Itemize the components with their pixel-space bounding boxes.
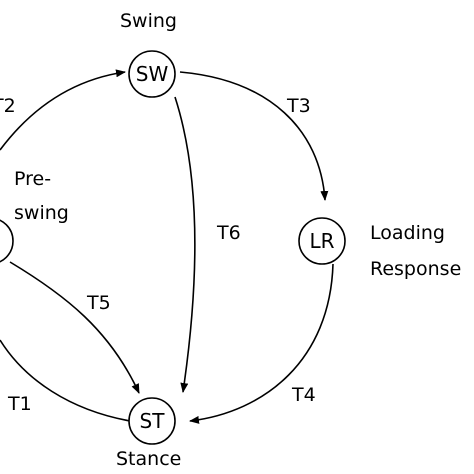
loading-name-line2: Response	[370, 258, 462, 280]
edge-t5	[9, 261, 140, 394]
node-lr-label: LR	[309, 229, 334, 253]
node-st-label: ST	[140, 409, 166, 433]
edge-t2	[0, 69, 126, 151]
edge-t3	[179, 71, 329, 201]
node-sw-label: SW	[136, 62, 169, 86]
node-lr: LR	[298, 217, 346, 265]
t2-label: T2	[0, 95, 16, 117]
t3-label: T3	[287, 95, 311, 117]
pre-swing-name-line1: Pre-	[14, 168, 52, 190]
pre-swing-name-line2: swing	[14, 202, 69, 224]
stance-name: Stance	[116, 448, 182, 470]
t4-label: T4	[292, 384, 316, 406]
edge-t6	[174, 96, 196, 393]
node-st: ST	[128, 397, 176, 445]
swing-name: Swing	[120, 10, 177, 32]
t5-label: T5	[87, 292, 111, 314]
node-sw: SW	[128, 50, 176, 98]
node-pre-swing	[0, 219, 14, 263]
loading-name-line1: Loading	[370, 222, 445, 244]
t1-label: T1	[8, 393, 32, 415]
edge-t1	[0, 339, 131, 422]
edge-t4	[189, 263, 334, 424]
t6-label: T6	[217, 222, 241, 244]
